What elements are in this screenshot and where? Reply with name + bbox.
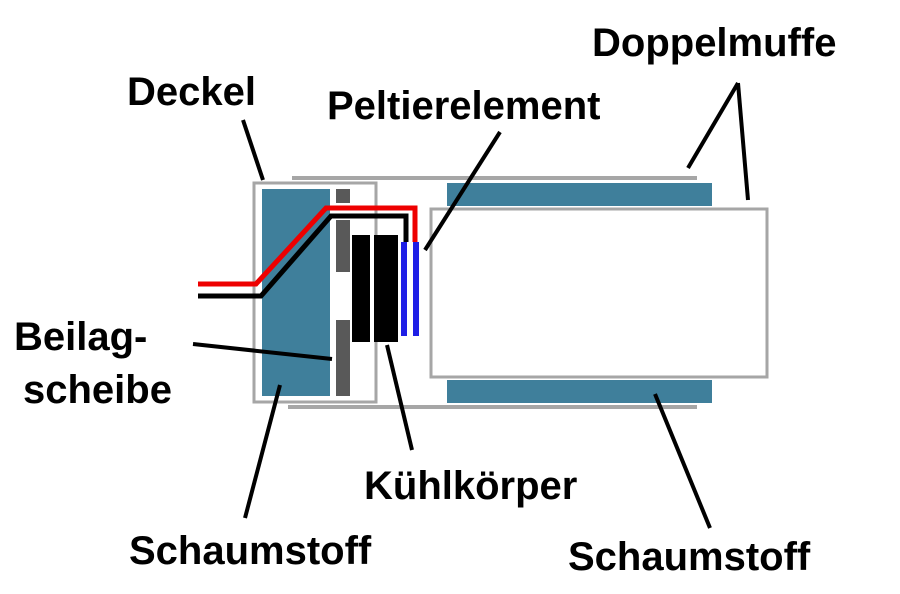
leader-peltierelement <box>423 130 502 252</box>
leader-kuehlkoerper <box>385 344 414 451</box>
wire-black <box>198 213 409 299</box>
label-beilagscheibe-line1: Beilag- <box>14 315 147 359</box>
label-doppelmuffe: Doppelmuffe <box>592 21 836 65</box>
leader-deckel <box>241 119 265 181</box>
leader-beilagscheibe <box>192 342 333 361</box>
leader-schaumstoff-left <box>243 384 282 519</box>
label-beilagscheibe-line2: scheibe <box>23 368 172 412</box>
beilagscheibe-top-1 <box>336 189 350 203</box>
peltierelement-plate-1 <box>401 242 407 336</box>
peltierelement-plate-2 <box>413 242 419 336</box>
leader-schaumstoff-right <box>653 393 712 529</box>
label-deckel: Deckel <box>127 70 256 114</box>
label-kuehlkoerper: Kühlkörper <box>364 464 577 508</box>
leader-doppelmuffe-1 <box>686 81 740 170</box>
label-peltierelement: Peltierelement <box>327 84 600 128</box>
kuehlkoerper-part-1 <box>352 235 370 342</box>
wire-red <box>198 205 418 287</box>
label-schaumstoff-left: Schaumstoff <box>129 529 372 573</box>
leader-doppelmuffe-2 <box>736 82 750 201</box>
beilagscheibe-top-2 <box>336 220 350 272</box>
beilagscheibe-bottom <box>336 320 350 396</box>
kuehlkoerper-part-2 <box>374 235 398 342</box>
schaumstoff-right-top <box>447 183 712 206</box>
schaumstoff-right-bottom <box>447 380 712 403</box>
schaumstoff-left <box>262 189 330 396</box>
label-schaumstoff-right: Schaumstoff <box>568 535 811 579</box>
doppelmuffe-inner-box <box>429 207 769 379</box>
